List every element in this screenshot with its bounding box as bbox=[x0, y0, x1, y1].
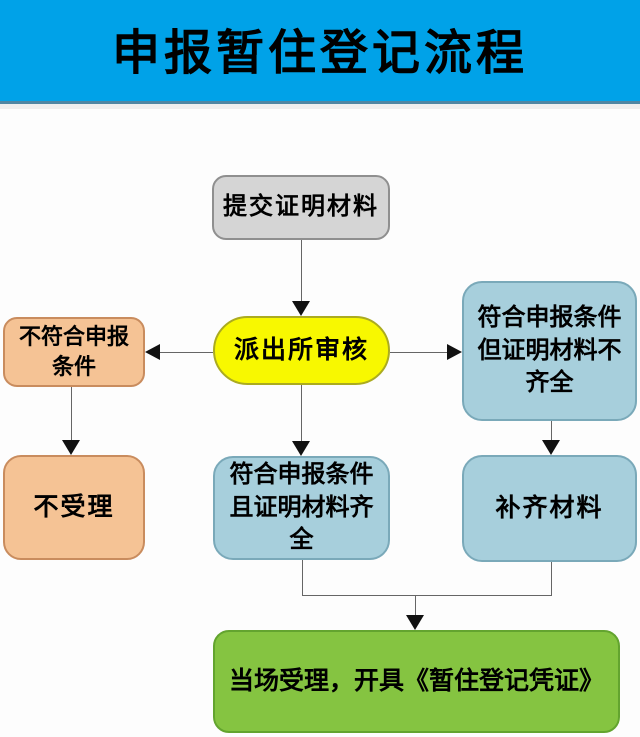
node-police-review: 派出所审核 bbox=[213, 316, 390, 385]
node-not-accepted-label: 不受理 bbox=[33, 492, 115, 521]
node-police-review-label: 派出所审核 bbox=[233, 335, 369, 364]
edge-notmeet-to-notaccept-arrowhead-icon bbox=[62, 440, 80, 455]
edge-review-to-complete-line bbox=[301, 385, 302, 441]
node-not-meet-conditions: 不符合申报条件 bbox=[3, 317, 145, 387]
page-title: 申报暂住登记流程 bbox=[111, 26, 528, 80]
node-meet-conditions-complete-materials: 符合申报条件且证明材料齐全 bbox=[213, 456, 390, 560]
node-supplement-materials-label: 补齐材料 bbox=[495, 493, 604, 522]
edge-review-to-incomplete-line bbox=[390, 352, 447, 353]
edge-merge-to-accept-line bbox=[415, 595, 416, 615]
edge-merge-to-accept-arrowhead-icon bbox=[406, 615, 424, 630]
edge-incomplete-to-supplement-line bbox=[551, 421, 552, 440]
node-meet-conditions-incomplete-materials: 符合申报条件但证明材料不齐全 bbox=[462, 281, 637, 421]
edge-review-to-notmeet-line bbox=[160, 352, 213, 353]
edge-incomplete-to-supplement-arrowhead-icon bbox=[542, 440, 560, 455]
edge-supplement-to-merge-line bbox=[551, 562, 552, 595]
edge-review-to-incomplete-arrowhead-icon bbox=[447, 344, 462, 360]
node-supplement-materials: 补齐材料 bbox=[462, 455, 637, 562]
node-accept-issue-certificate: 当场受理，开具《暂住登记凭证》 bbox=[213, 630, 620, 733]
edge-submit-to-review-line bbox=[301, 240, 302, 302]
edge-submit-to-review-arrowhead-icon bbox=[292, 301, 310, 316]
edge-merge-horizontal-line bbox=[302, 595, 552, 596]
edge-notmeet-to-notaccept-line bbox=[71, 387, 72, 440]
node-meet-conditions-incomplete-materials-label: 符合申报条件但证明材料不齐全 bbox=[477, 304, 622, 397]
edge-complete-to-merge-line bbox=[302, 560, 303, 595]
title-banner: 申报暂住登记流程 bbox=[0, 0, 640, 104]
node-meet-conditions-complete-materials-label: 符合申报条件且证明材料齐全 bbox=[229, 461, 374, 554]
node-not-meet-conditions-label: 不符合申报条件 bbox=[18, 324, 129, 379]
node-accept-issue-certificate-label: 当场受理，开具《暂住登记凭证》 bbox=[228, 666, 604, 695]
node-not-accepted: 不受理 bbox=[3, 455, 145, 560]
edge-review-to-complete-arrowhead-icon bbox=[292, 441, 310, 456]
node-submit-materials: 提交证明材料 bbox=[212, 175, 390, 240]
node-submit-materials-label: 提交证明材料 bbox=[223, 193, 379, 221]
edge-review-to-notmeet-arrowhead-icon bbox=[145, 344, 160, 360]
